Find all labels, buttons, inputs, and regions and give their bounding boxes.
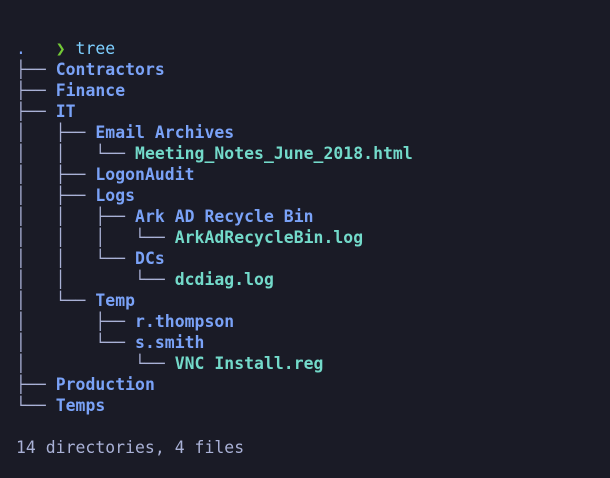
file-name: Meeting_Notes_June_2018.html bbox=[135, 144, 413, 163]
tree-branch: │ │ └── bbox=[16, 144, 136, 163]
command-text: tree bbox=[75, 39, 116, 58]
tree-entry: │ │ │ └── ArkAdRecycleBin.log bbox=[16, 227, 363, 248]
tree-summary: 14 directories, 4 files bbox=[16, 438, 245, 457]
tree-branch: │ │ └── bbox=[16, 249, 136, 268]
tree-entry: ├── IT bbox=[16, 101, 76, 122]
file-name: ArkAdRecycleBin.log bbox=[174, 228, 364, 247]
directory-name: Temps bbox=[55, 396, 106, 415]
tree-branch: ├── bbox=[16, 60, 56, 79]
directory-name: Production bbox=[55, 375, 155, 394]
tree-entry: │ ├── Logs bbox=[16, 185, 135, 206]
tree-entry: │ ├── LogonAudit bbox=[16, 164, 195, 185]
tree-entry: │ │ └── DCs bbox=[16, 248, 165, 269]
tree-branch: └── bbox=[16, 396, 56, 415]
directory-name: Email Archives bbox=[95, 123, 235, 142]
directory-name: Ark AD Recycle Bin bbox=[135, 207, 314, 226]
tree-entry: │ └── s.smith bbox=[16, 332, 204, 353]
directory-name: Logs bbox=[95, 186, 136, 205]
tree-branch: │ ├── bbox=[16, 186, 96, 205]
directory-name: IT bbox=[55, 102, 76, 121]
tree-entry: │ ├── r.thompson bbox=[16, 311, 234, 332]
tree-branch: │ ├── bbox=[16, 165, 96, 184]
tree-branch: ├── bbox=[16, 102, 56, 121]
tree-branch: ├── bbox=[16, 81, 56, 100]
tree-entry: │ └── Temp bbox=[16, 290, 135, 311]
directory-name: LogonAudit bbox=[95, 165, 195, 184]
tree-entry: └── Temps bbox=[16, 395, 105, 416]
directory-name: r.thompson bbox=[135, 312, 235, 331]
directory-name: Finance bbox=[55, 81, 126, 100]
directory-name: Temp bbox=[95, 291, 136, 310]
tree-branch: │ ├── bbox=[16, 123, 96, 142]
tree-branch: │ ├── bbox=[16, 312, 136, 331]
directory-name: s.smith bbox=[135, 333, 205, 352]
tree-root: . bbox=[16, 39, 26, 58]
file-name: dcdiag.log bbox=[174, 270, 274, 289]
prompt-chevron-icon: ❯ bbox=[55, 39, 66, 58]
tree-entry: ├── Production bbox=[16, 374, 155, 395]
tree-branch: ├── bbox=[16, 375, 56, 394]
directory-name: Contractors bbox=[55, 60, 165, 79]
tree-entry: ├── Contractors bbox=[16, 59, 165, 80]
prompt-line: ❯ tree bbox=[16, 17, 115, 58]
tree-entry: │ │ └── dcdiag.log bbox=[16, 269, 274, 290]
tree-branch: │ │ ├── bbox=[16, 207, 136, 226]
tree-branch: │ └── bbox=[16, 333, 136, 352]
tree-branch: │ └── bbox=[16, 291, 96, 310]
tree-entry: ├── Finance bbox=[16, 80, 125, 101]
file-name: VNC Install.reg bbox=[174, 354, 324, 373]
tree-entry: │ │ ├── Ark AD Recycle Bin bbox=[16, 206, 314, 227]
tree-branch: │ └── bbox=[16, 354, 175, 373]
tree-branch: │ │ │ └── bbox=[16, 228, 175, 247]
tree-branch: │ │ └── bbox=[16, 270, 175, 289]
directory-name: DCs bbox=[135, 249, 165, 268]
tree-entry: │ │ └── Meeting_Notes_June_2018.html bbox=[16, 143, 413, 164]
tree-entry: │ └── VNC Install.reg bbox=[16, 353, 323, 374]
tree-entry: │ ├── Email Archives bbox=[16, 122, 234, 143]
